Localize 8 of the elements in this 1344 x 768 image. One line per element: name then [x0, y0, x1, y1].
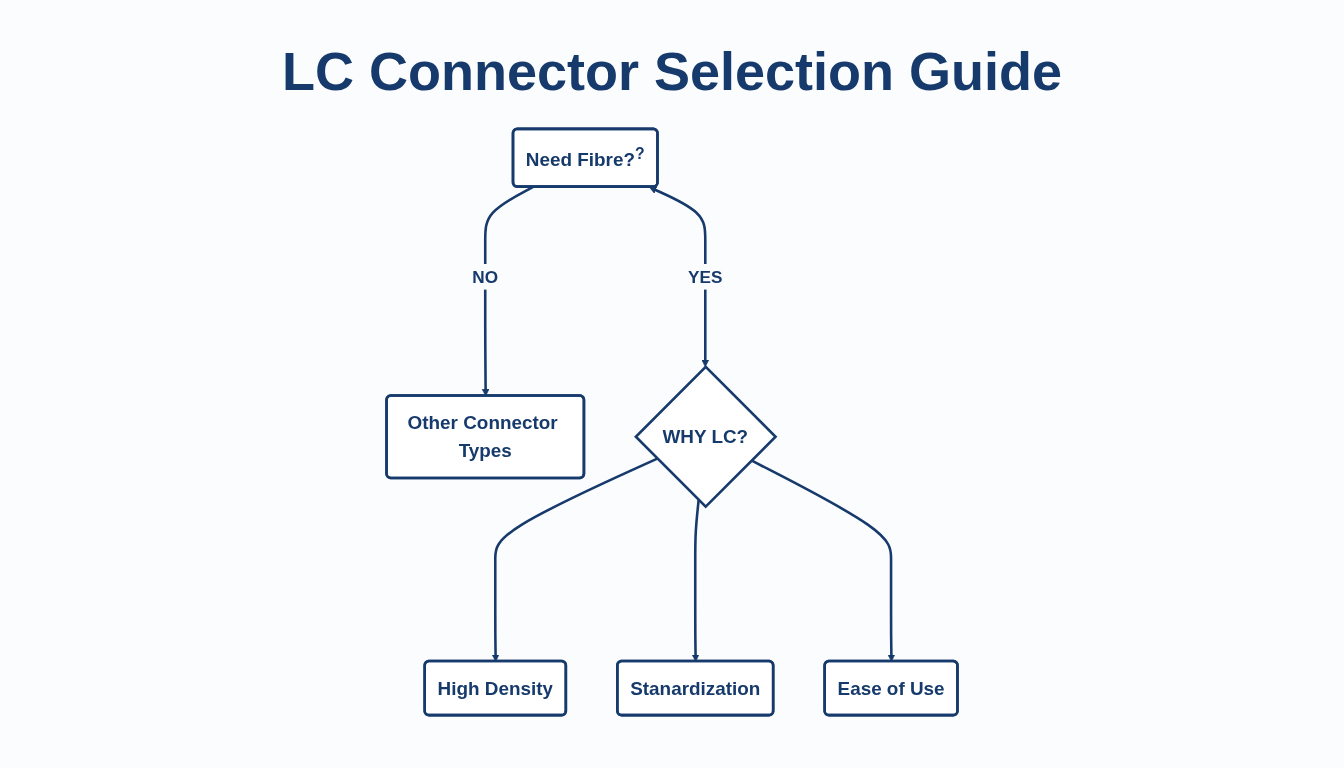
- arrow: [649, 186, 710, 368]
- diagram-title: LC Connector Selection Guide: [281, 40, 1063, 102]
- edge-label: YES: [688, 267, 723, 287]
- arrow: [750, 459, 896, 662]
- edge-label: NO: [472, 267, 499, 287]
- arrow: [491, 457, 658, 662]
- arrow: [691, 499, 700, 662]
- node-diamond: WHY LC?: [634, 365, 778, 509]
